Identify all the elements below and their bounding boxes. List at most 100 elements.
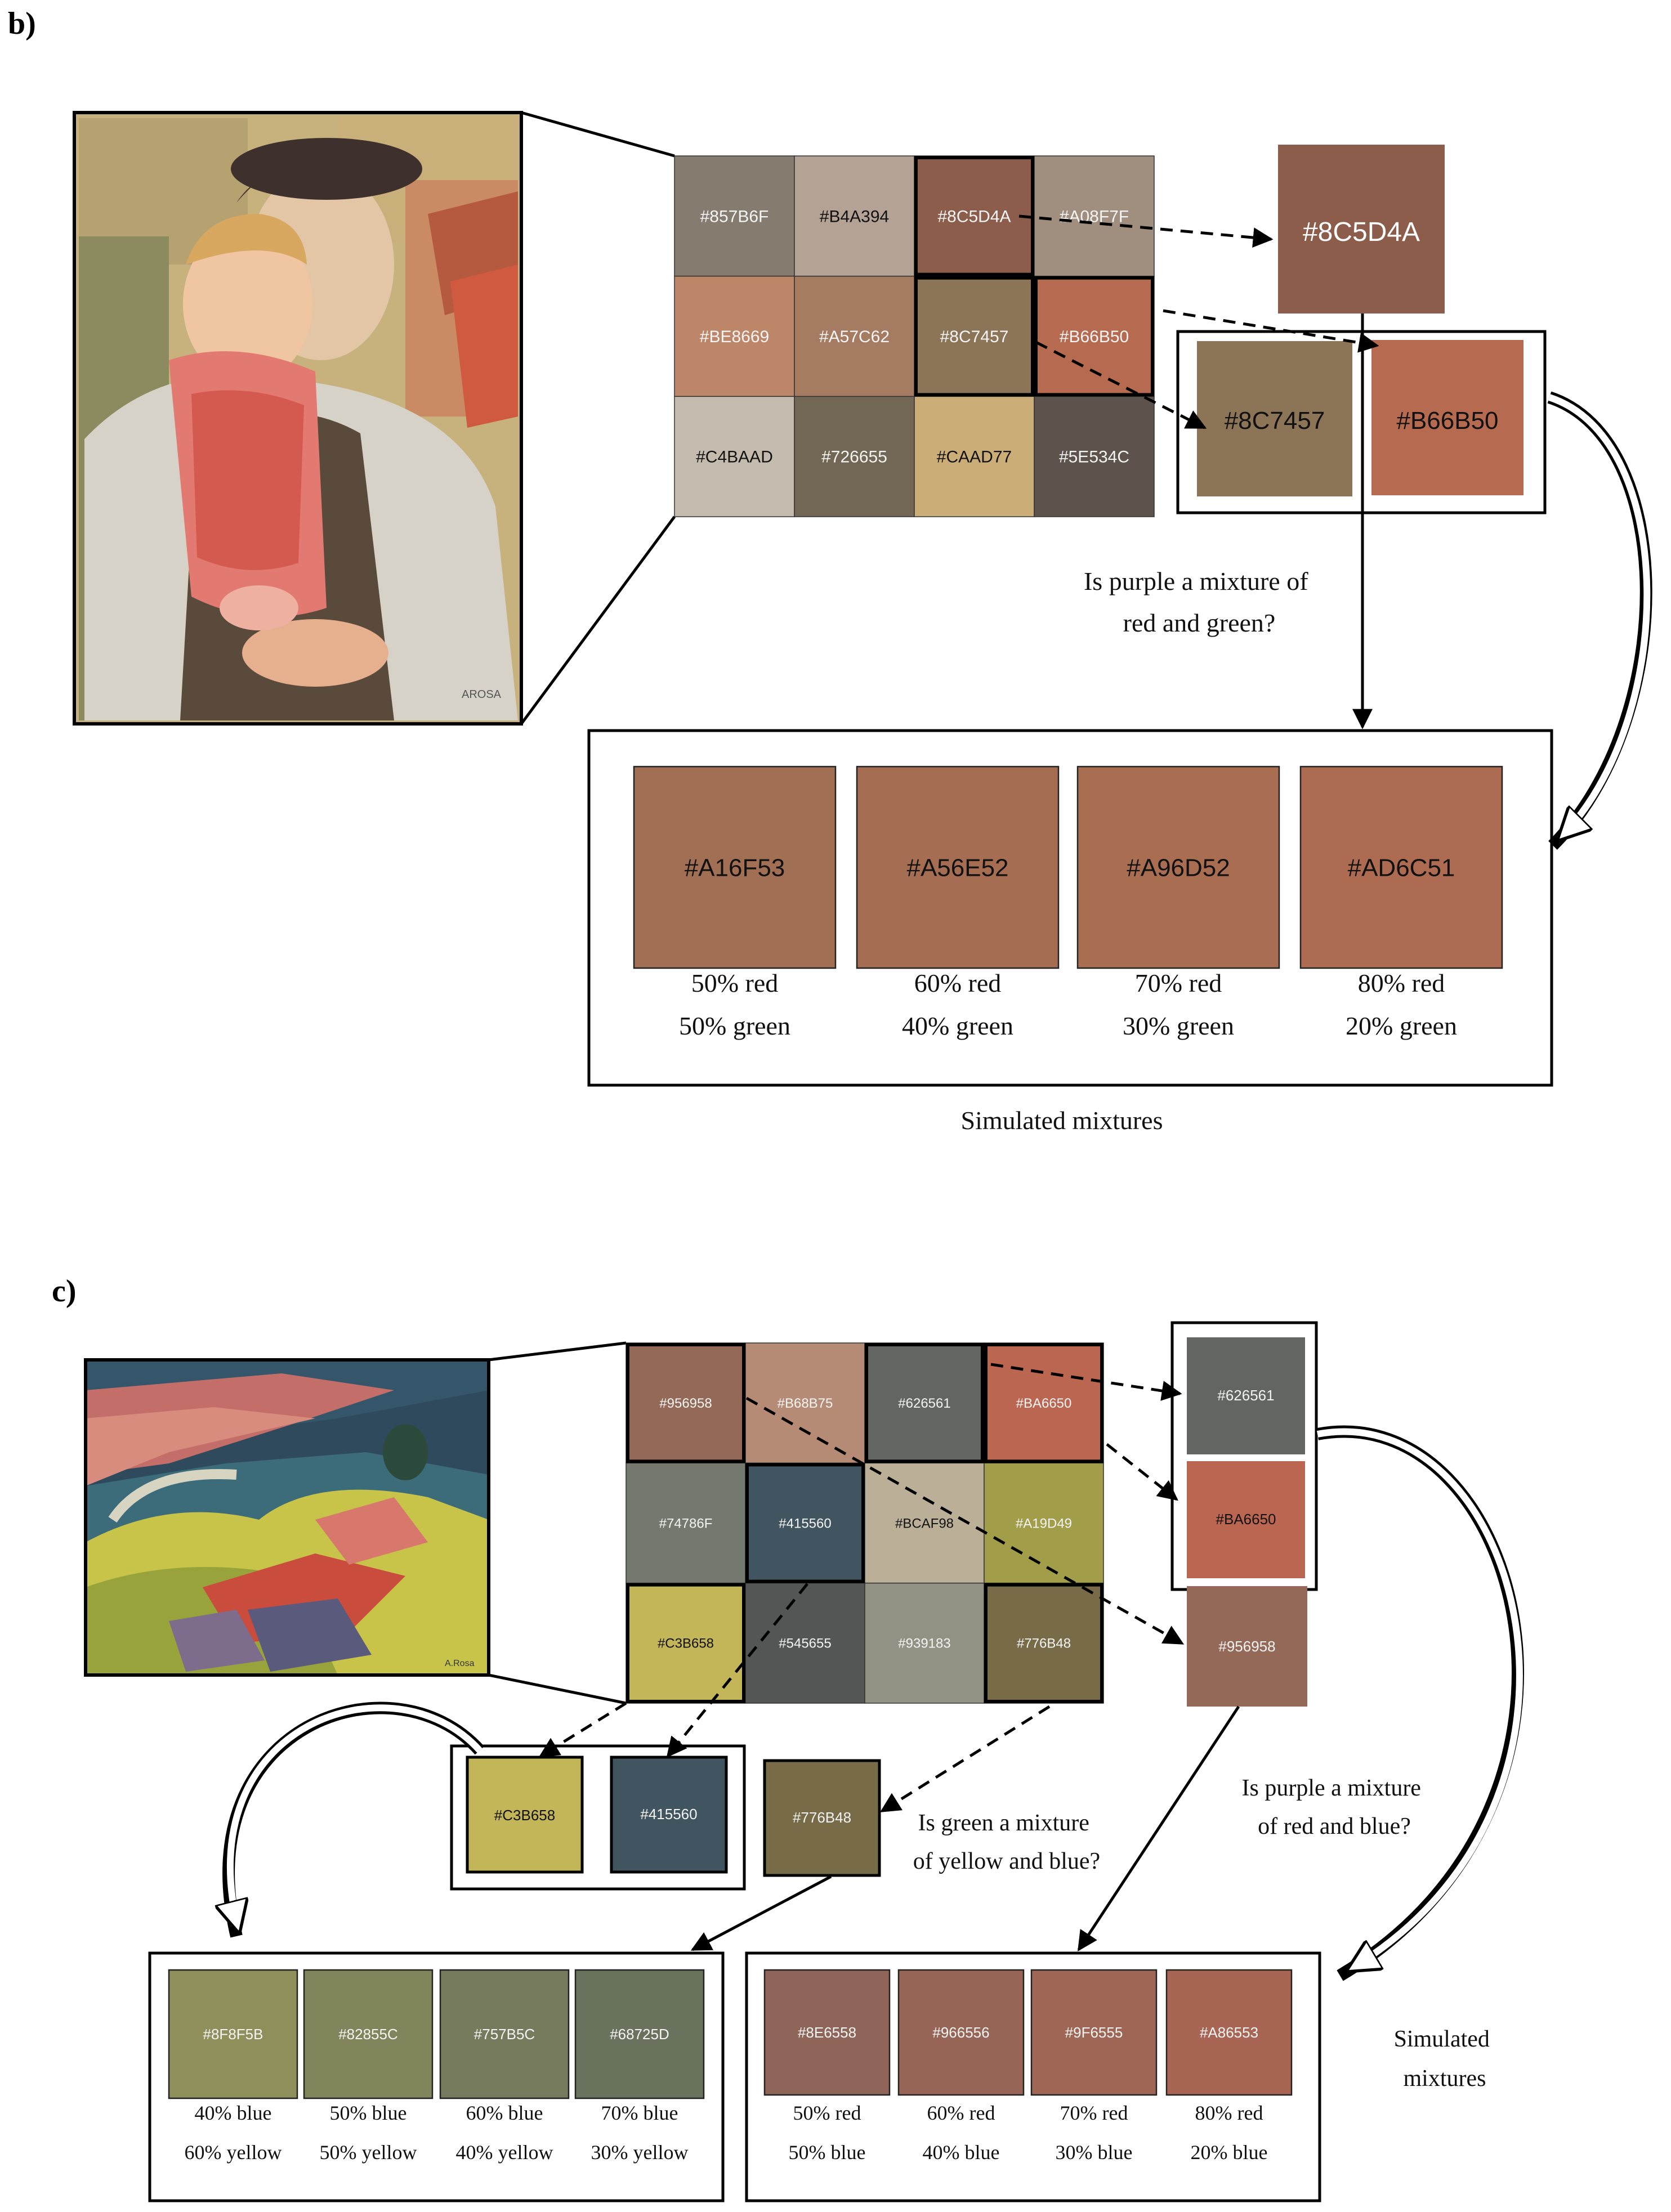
palette-c-swatch-fill bbox=[984, 1582, 1104, 1704]
purple-mixture-c-ratio-line1: 80% red bbox=[1195, 2102, 1263, 2124]
palette-b-swatch-fill bbox=[914, 396, 1035, 517]
question-b-line2: red and green? bbox=[1123, 608, 1276, 637]
arrow-purple-target-c bbox=[1077, 1705, 1240, 1952]
component-swatch-blue-c: #415560 bbox=[610, 1756, 728, 1874]
component-green-label: #8C7457 bbox=[1225, 407, 1325, 435]
palette-c-swatch-fill bbox=[864, 1462, 985, 1584]
purple-mixture-c-swatch bbox=[897, 1969, 1025, 2096]
component-red-label: #B66B50 bbox=[1396, 407, 1498, 435]
arrow-yellow-c bbox=[538, 1701, 627, 1758]
purple-mixture-c-swatch-label: #966556 bbox=[932, 2024, 989, 2041]
component-swatch-red-c: #BA6650 bbox=[1187, 1461, 1305, 1578]
component-swatch-green: #8C7457 bbox=[1197, 341, 1352, 496]
palette-c-highlight bbox=[865, 1343, 984, 1463]
palette-c-swatch-label: #626561 bbox=[898, 1396, 950, 1411]
mixture-b-ratio-line1: 50% red bbox=[691, 969, 779, 997]
palette-b-swatch-fill bbox=[674, 155, 795, 277]
component-swatch-yellow-c: #C3B658 bbox=[466, 1756, 584, 1874]
palette-c-swatch: #A19D49 bbox=[984, 1462, 1104, 1584]
caption-b: Simulated mixtures bbox=[960, 1106, 1163, 1135]
green-mixture-c-ratio-line2: 60% yellow bbox=[185, 2141, 282, 2164]
palette-b-highlight bbox=[914, 276, 1034, 397]
curved-arrow-green-c bbox=[229, 1701, 485, 1938]
svg-text:AROSA: AROSA bbox=[462, 688, 502, 701]
green-target-c-label: #776B48 bbox=[793, 1809, 851, 1826]
purple-target-swatch-c: #956958 bbox=[1187, 1586, 1307, 1707]
mixture-b-swatch-label: #AD6C51 bbox=[1348, 854, 1455, 881]
palette-c-swatch-label: #BCAF98 bbox=[895, 1516, 954, 1531]
purple-mixture-c-ratio-line2: 50% blue bbox=[789, 2141, 866, 2164]
mixture-b-swatch bbox=[1076, 765, 1280, 969]
palette-b-swatch: #B66B50 bbox=[1034, 275, 1155, 397]
green-mixture-c-swatch bbox=[439, 1969, 570, 2099]
mixture-b-swatch-label: #A96D52 bbox=[1127, 854, 1230, 881]
arrow-green-b bbox=[1035, 341, 1207, 429]
palette-c-swatch-label: #545655 bbox=[779, 1636, 831, 1651]
palette-c-swatch: #C3B658 bbox=[625, 1582, 746, 1704]
palette-b-swatch-fill bbox=[914, 275, 1035, 397]
green-mixture-c-swatch bbox=[168, 1969, 298, 2099]
arrow-blue-c bbox=[666, 1583, 808, 1758]
palette-c-swatch: #B68B75 bbox=[745, 1342, 865, 1464]
palette-c-swatch-label: #74786F bbox=[659, 1516, 713, 1531]
palette-c-swatch-fill bbox=[864, 1582, 985, 1704]
purple-mixture-c-swatch-label: #9F6555 bbox=[1065, 2024, 1123, 2041]
palette-b-highlight bbox=[914, 156, 1034, 276]
arrow-target-b bbox=[1018, 214, 1274, 248]
palette-b-swatch: #857B6F bbox=[674, 155, 795, 277]
palette-c-swatch-fill bbox=[745, 1462, 865, 1584]
palette-b-swatch: #5E534C bbox=[1034, 396, 1155, 517]
green-mixture-c-ratio-line2: 30% yellow bbox=[591, 2141, 689, 2164]
painting-mother-and-child: AROSA bbox=[73, 111, 523, 726]
palette-c-swatch-label: #B68B75 bbox=[778, 1396, 833, 1411]
green-mixture-c-ratio-line1: 70% blue bbox=[601, 2102, 678, 2124]
purple-mixtures-box-c bbox=[745, 1951, 1321, 2202]
palette-b-swatch-fill bbox=[794, 155, 915, 277]
curved-arrow-purple-c bbox=[1316, 1425, 1524, 1981]
mixture-b-swatch-label: #A16F53 bbox=[685, 854, 785, 881]
palette-c-swatch-label: #BA6650 bbox=[1016, 1396, 1072, 1411]
palette-b-swatch: #B4A394 bbox=[794, 155, 915, 277]
palette-c-swatch: #BCAF98 bbox=[864, 1462, 985, 1584]
green-mixture-c-swatch bbox=[574, 1969, 705, 2099]
palette-c-swatch: #776B48 bbox=[984, 1582, 1104, 1704]
palette-b-swatch-fill bbox=[794, 396, 915, 517]
mixture-b-ratio-line2: 50% green bbox=[679, 1011, 790, 1040]
palette-c-swatch: #BA6650 bbox=[984, 1342, 1104, 1464]
arrow-green-target-c bbox=[690, 1875, 832, 1951]
palette-c-swatch: #545655 bbox=[745, 1582, 865, 1704]
palette-b-swatch: #8C7457 bbox=[914, 275, 1035, 397]
palette-c-swatch-label: #A19D49 bbox=[1016, 1516, 1072, 1531]
mixture-b-swatch bbox=[856, 765, 1060, 969]
caption-c: Simulated mixtures bbox=[1394, 2026, 1496, 2092]
palette-c-highlight bbox=[984, 1343, 1103, 1463]
palette-grid-b: #857B6F#B4A394#8C5D4A#A08F7F#BE8669#A57C… bbox=[674, 155, 1155, 517]
mixture-b-ratio-line1: 70% red bbox=[1135, 969, 1222, 997]
purple-mixture-c-swatch bbox=[1165, 1969, 1293, 2096]
purple-mixture-c-swatch-label: #A86553 bbox=[1200, 2024, 1258, 2041]
palette-b-swatch-label: #8C7457 bbox=[940, 328, 1009, 346]
palette-b-swatch-label: #857B6F bbox=[700, 207, 769, 226]
purple-mixture-c-ratio-line1: 60% red bbox=[927, 2102, 995, 2124]
palette-c-swatch: #626561 bbox=[864, 1342, 985, 1464]
palette-b-swatch: #8C5D4A bbox=[914, 155, 1035, 277]
palette-b-swatch: #726655 bbox=[794, 396, 915, 517]
component-blue-c-label: #415560 bbox=[640, 1806, 697, 1823]
palette-b-swatch-fill bbox=[1034, 396, 1155, 517]
palette-c-highlight bbox=[626, 1583, 745, 1703]
palette-c-swatch-fill bbox=[984, 1462, 1104, 1584]
caption-c-line2: mixtures bbox=[1404, 2066, 1486, 2092]
palette-b-swatch-fill bbox=[674, 396, 795, 517]
panel-c-label: c) bbox=[52, 1274, 77, 1309]
target-swatch-b-label: #8C5D4A bbox=[1303, 217, 1420, 247]
green-mixture-c-ratio-line1: 40% blue bbox=[195, 2102, 272, 2124]
green-mixture-c-ratio-line1: 60% blue bbox=[466, 2102, 543, 2124]
